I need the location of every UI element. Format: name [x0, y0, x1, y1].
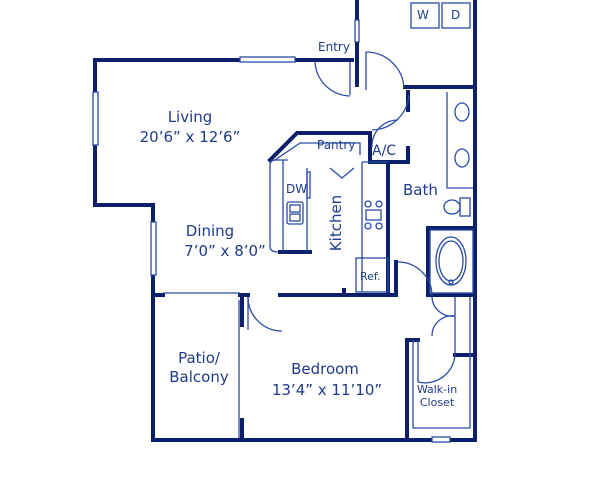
walkin-closet-label-line2: Closet: [419, 396, 455, 409]
refrigerator-label: Ref.: [360, 270, 381, 283]
kitchen-label: Kitchen: [327, 194, 345, 252]
entry-label: Entry: [318, 40, 350, 54]
dishwasher-label: DW: [286, 182, 308, 196]
dining-room-label: Dining: [185, 222, 235, 240]
living-room-label: Living: [167, 108, 213, 126]
dryer-label: D: [451, 8, 461, 22]
ac-label: A/C: [372, 143, 397, 159]
patio-label-line1: Patio/: [178, 349, 220, 367]
washer-label: W: [417, 8, 429, 22]
dining-room-dimensions: 7’0” x 8’0”: [184, 242, 266, 260]
thin-lines: [92, 2, 474, 443]
exterior-walls: [93, 0, 477, 442]
bedroom-dimensions: 13’4” x 11’10”: [271, 381, 383, 399]
pantry-label: Pantry: [317, 138, 356, 152]
bedroom-label: Bedroom: [291, 360, 359, 378]
patio-label-line2: Balcony: [169, 368, 229, 386]
walkin-closet-label-line1: Walk-in: [416, 383, 458, 396]
living-room-dimensions: 20’6” x 12’6”: [139, 128, 241, 146]
bath-label: Bath: [403, 181, 438, 199]
